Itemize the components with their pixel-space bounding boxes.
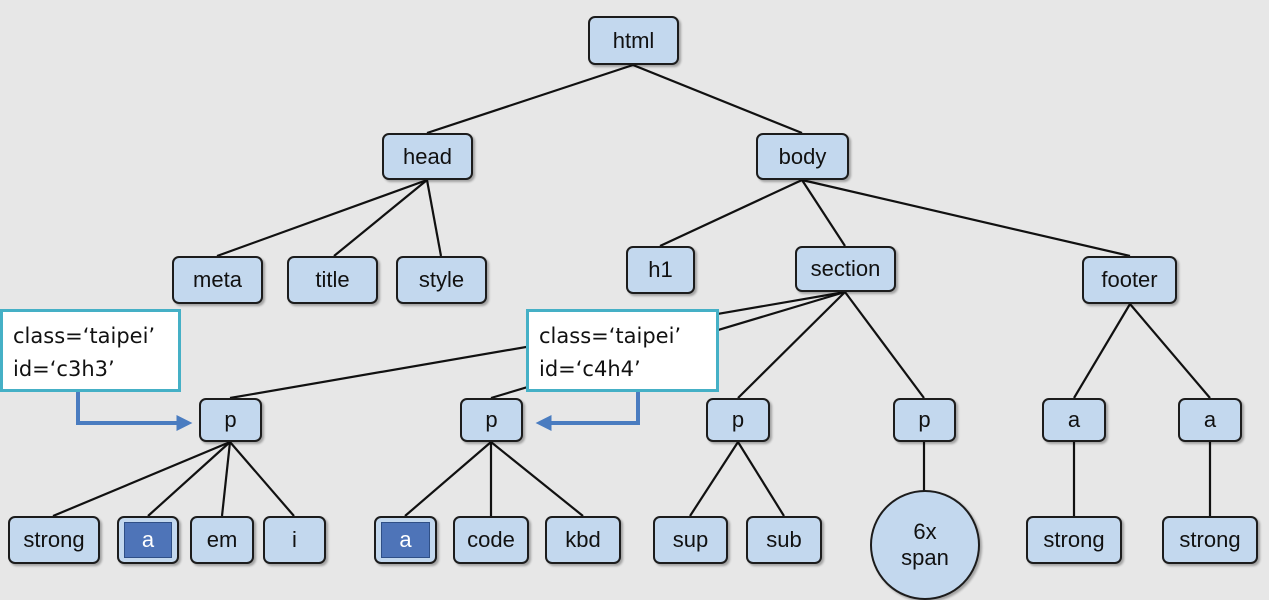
node-label: title — [315, 267, 350, 292]
node-section: section — [795, 246, 896, 292]
edge-head-title — [333, 179, 428, 257]
callout-middle: class=‘taipei’ id=‘c4h4’ — [526, 309, 719, 392]
edge-p1-a — [147, 441, 231, 517]
node-label: a — [1203, 407, 1217, 432]
edge-p1-i — [229, 441, 295, 517]
edge-body-h1 — [659, 179, 803, 247]
callout-id-text: id=‘c4h4’ — [539, 357, 641, 381]
node-html: html — [588, 16, 679, 65]
edge-body-footer — [801, 178, 1131, 258]
node-label: p — [485, 407, 498, 432]
edge-head-meta — [216, 178, 428, 258]
node-sub: sub — [746, 516, 822, 564]
node-label: strong — [1043, 527, 1105, 552]
node-label: code — [467, 527, 515, 552]
node-a-highlighted: a — [374, 516, 437, 564]
node-label: footer — [1101, 267, 1158, 292]
node-p: p — [460, 398, 523, 442]
edge-p2-kbd — [490, 441, 584, 517]
callout-id-text: id=‘c3h3’ — [13, 357, 115, 381]
node-a-highlighted: a — [117, 516, 179, 564]
edge-footer-a2 — [1129, 303, 1211, 399]
node-meta: meta — [172, 256, 263, 304]
node-style: style — [396, 256, 487, 304]
connector-lines — [52, 63, 1212, 518]
node-body: body — [756, 133, 849, 180]
arrow-middle — [535, 392, 640, 431]
node-label: h1 — [648, 257, 673, 282]
node-sup: sup — [653, 516, 728, 564]
node-label: sub — [766, 527, 802, 552]
node-strong: strong — [1026, 516, 1122, 564]
edge-p3-sub — [737, 441, 785, 517]
edge-section-p4 — [844, 291, 925, 399]
node-head: head — [382, 133, 473, 180]
node-strong: strong — [1162, 516, 1258, 564]
node-label: strong — [1179, 527, 1241, 552]
node-label: a — [1067, 407, 1081, 432]
node-p: p — [706, 398, 770, 442]
node-label: style — [418, 267, 465, 292]
edge-p3-sup — [689, 441, 739, 517]
node-label: section — [810, 256, 881, 281]
node-label: sup — [672, 527, 709, 552]
node-footer: footer — [1082, 256, 1177, 304]
edge-p1-strong — [52, 440, 231, 518]
node-code: code — [453, 516, 529, 564]
callout-class-text: class=‘taipei’ — [539, 324, 682, 348]
node-label: p — [731, 407, 745, 432]
node-label: a — [124, 522, 172, 558]
node-p: p — [199, 398, 262, 442]
node-label: strong — [23, 527, 85, 552]
node-kbd: kbd — [545, 516, 621, 564]
callout-arrows — [76, 392, 640, 431]
edge-footer-a1 — [1073, 303, 1131, 399]
node-label: head — [403, 143, 452, 169]
node-title: title — [287, 256, 378, 304]
node-label: p — [224, 407, 237, 432]
span-label: span — [901, 545, 949, 570]
edge-p1-em — [220, 441, 232, 517]
node-strong: strong — [8, 516, 100, 564]
node-label: kbd — [565, 527, 601, 552]
node-a: a — [1178, 398, 1242, 442]
edge-section-p3 — [737, 291, 846, 399]
node-a: a — [1042, 398, 1106, 442]
edge-p2-a — [404, 441, 492, 517]
node-label: p — [918, 407, 931, 432]
node-i: i — [263, 516, 326, 564]
node-label: em — [206, 527, 238, 552]
edge-html-head — [426, 63, 634, 135]
edge-html-body — [632, 63, 803, 135]
node-h1: h1 — [626, 246, 695, 294]
edge-body-section — [801, 179, 846, 247]
callout-class-text: class=‘taipei’ — [13, 324, 156, 348]
span-count-label: 6x — [913, 519, 937, 544]
node-label: a — [381, 522, 430, 558]
callout-left: class=‘taipei’ id=‘c3h3’ — [0, 309, 181, 392]
node-label: html — [612, 27, 655, 53]
node-label: meta — [193, 267, 242, 292]
node-label: body — [778, 143, 827, 169]
node-p: p — [893, 398, 956, 442]
node-span-circle: 6x span — [870, 490, 980, 600]
edge-head-style — [425, 179, 443, 257]
arrow-left — [76, 392, 193, 431]
node-label: i — [292, 527, 297, 552]
node-em: em — [190, 516, 254, 564]
